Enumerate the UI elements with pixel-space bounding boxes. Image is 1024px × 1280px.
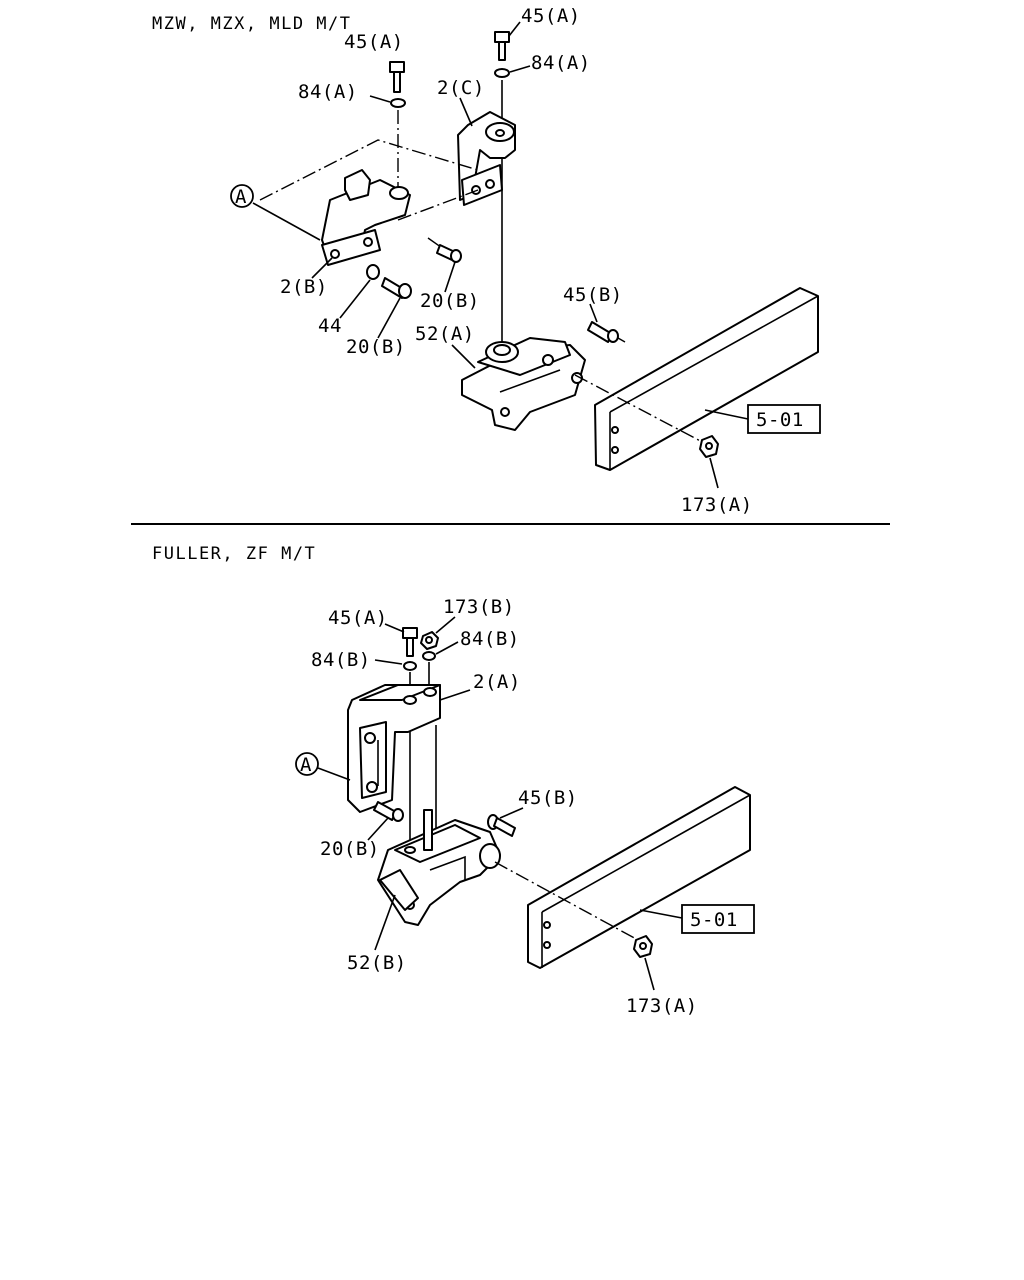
ref-501-top: 5-01 <box>704 404 821 434</box>
nut-173a-bottom[interactable] <box>633 935 653 958</box>
ref-501-bottom: 5-01 <box>639 904 755 934</box>
nut-173a-top[interactable] <box>699 435 719 458</box>
svg-text:A: A <box>300 754 312 776</box>
section-bottom: FULLER, ZF M/T 45(A) 173(B) 84(B) 84(B) <box>152 544 755 1017</box>
label-2b: 2(B) <box>280 276 328 298</box>
section-header: MZW, MZX, MLD M/T <box>152 14 352 34</box>
label-45b-top: 45(B) <box>563 284 623 306</box>
label-52b: 52(B) <box>347 952 407 974</box>
bracket-2b[interactable] <box>321 169 411 266</box>
label-45a-right: 45(A) <box>521 5 581 27</box>
label-84a-left: 84(A) <box>298 81 358 103</box>
label-2c: 2(C) <box>437 77 485 99</box>
bracket-2a[interactable] <box>347 684 441 813</box>
label-44: 44 <box>318 315 342 337</box>
svg-text:5-01: 5-01 <box>756 409 804 431</box>
frame-rail-bottom <box>494 786 751 969</box>
bolt-45a-bottom[interactable] <box>402 627 418 657</box>
mount-52a[interactable] <box>461 337 586 431</box>
frame-rail-top <box>574 287 819 471</box>
section-top: MZW, MZX, MLD M/T 45(A) 84(A) 45(A) 84(A… <box>152 5 821 516</box>
bracket-2c[interactable] <box>457 111 516 206</box>
label-20b-lower: 20(B) <box>346 336 406 358</box>
label-45a-left: 45(A) <box>344 31 404 53</box>
bolt-20b-mid[interactable] <box>427 237 462 263</box>
label-84b-right: 84(B) <box>460 628 520 650</box>
bolt-20b-lower[interactable] <box>381 277 412 299</box>
bolt-45a-right[interactable] <box>494 31 510 61</box>
washer-84a-right[interactable] <box>494 68 510 78</box>
label-173a-bottom: 173(A) <box>626 995 698 1017</box>
label-2a: 2(A) <box>473 671 521 693</box>
label-84b-left: 84(B) <box>311 649 371 671</box>
bolt-45a-left[interactable] <box>389 61 405 93</box>
bolt-45b-bottom[interactable] <box>487 814 516 837</box>
svg-text:5-01: 5-01 <box>690 909 738 931</box>
svg-text:A: A <box>235 186 247 208</box>
nut-173b[interactable] <box>420 631 439 650</box>
bolt-45b-top[interactable] <box>587 321 626 343</box>
label-173a-top: 173(A) <box>681 494 753 516</box>
section-header: FULLER, ZF M/T <box>152 544 316 564</box>
washer-84b-left[interactable] <box>403 661 417 671</box>
label-45b-bottom: 45(B) <box>518 787 578 809</box>
label-84a-right: 84(A) <box>531 52 591 74</box>
label-20b-bottom: 20(B) <box>320 838 380 860</box>
ref-a-top: A <box>230 139 479 241</box>
washer-84a-left[interactable] <box>390 98 406 108</box>
ref-a-bottom: A <box>295 752 351 781</box>
mount-52b[interactable] <box>377 809 501 926</box>
label-173b: 173(B) <box>443 596 515 618</box>
label-45a-bottom: 45(A) <box>328 607 388 629</box>
bolt-20b-bottom[interactable] <box>373 801 404 822</box>
washer-44[interactable] <box>366 264 380 280</box>
label-52a: 52(A) <box>415 323 475 345</box>
label-20b-mid: 20(B) <box>420 290 480 312</box>
washer-84b-right[interactable] <box>422 651 436 661</box>
